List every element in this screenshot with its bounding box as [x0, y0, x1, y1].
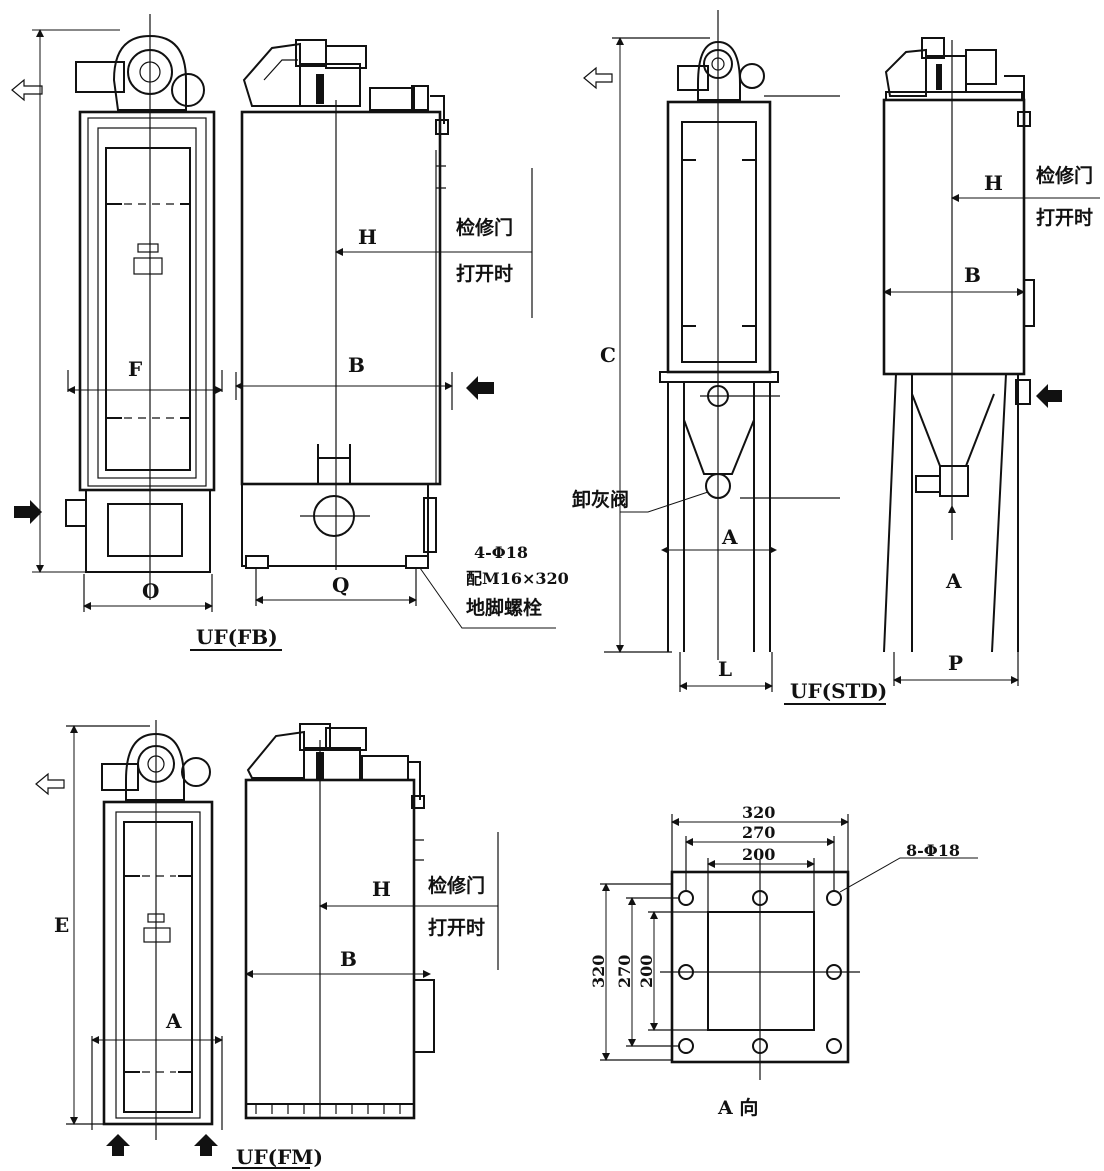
std-title: UF(STD): [790, 679, 887, 703]
fb-title: UF(FB): [196, 625, 278, 649]
inlet-arrow-icon: [194, 1134, 218, 1156]
fm-title: UF(FM): [236, 1145, 323, 1169]
std-door-label-line1: 检修门: [1036, 164, 1093, 187]
a-view-title: A 向: [717, 1096, 758, 1119]
outlet-arrow-icon: [35, 772, 65, 796]
left-dim-outer: 320: [589, 955, 608, 988]
hole-spec-label: 8-Φ18: [906, 841, 960, 860]
valve-label: 卸灰阀: [572, 488, 629, 511]
fm-dim-a-label: A: [165, 1009, 182, 1033]
dim-p-label: P: [948, 651, 963, 675]
top-dim-outer: 320: [742, 803, 775, 822]
bolt-holes: [678, 890, 842, 1054]
fm-side-view: H 检修门 打开时 B: [244, 723, 499, 1120]
dim-f-label: F: [128, 357, 142, 381]
fb-front-view: F O: [11, 14, 223, 612]
std-door-label-line2: 打开时: [1036, 206, 1093, 229]
inlet-arrow-icon: [1036, 384, 1062, 408]
fm-door-label-line1: 检修门: [428, 874, 485, 897]
a-view-flange: 320 270 200 320 270 200 8-Φ18 A 向: [589, 803, 978, 1119]
dim-q-label: Q: [332, 573, 349, 597]
left-dim-middle: 270: [615, 955, 634, 988]
std-dim-h-label: H: [984, 171, 1003, 195]
dim-o-label: O: [142, 579, 159, 603]
inlet-arrow-icon: [106, 1134, 130, 1156]
fm-door-label-line2: 打开时: [428, 916, 485, 939]
std-dim-a2-label: A: [945, 569, 962, 593]
dim-e-label: E: [54, 913, 69, 937]
left-dim-inner: 200: [637, 955, 656, 988]
bolt-label-line1: 4-Φ18: [474, 543, 528, 562]
dim-h-label: H: [358, 225, 377, 249]
dim-l-label: L: [718, 657, 732, 681]
bolt-label-line2: 配M16×320: [466, 569, 569, 588]
outlet-arrow-icon: [583, 66, 613, 90]
std-side-view: H 检修门 打开时 B A P: [882, 37, 1100, 686]
inlet-arrow-icon: [14, 500, 42, 524]
fm-front-view: E A UF(FM): [35, 720, 323, 1169]
bolt-label-line3: 地脚螺栓: [466, 596, 542, 619]
outlet-arrow-icon: [11, 78, 43, 102]
std-dim-b-label: B: [964, 263, 981, 287]
top-dim-middle: 270: [742, 823, 775, 842]
std-front-view: C 卸灰阀 A L UF(STD): [572, 10, 887, 705]
fm-dim-b-label: B: [340, 947, 357, 971]
dim-c-label: C: [600, 343, 616, 367]
top-dim-inner: 200: [742, 845, 775, 864]
inlet-arrow-icon: [466, 376, 494, 400]
dim-a-label: A: [721, 525, 738, 549]
fb-side-view: H 检修门 打开时 B Q 4-Φ18 配M16×320 地脚螺栓 UF(FB): [190, 39, 569, 651]
door-label-line1: 检修门: [456, 216, 513, 239]
dim-b-label: B: [348, 353, 365, 377]
door-label-line2: 打开时: [456, 262, 513, 285]
fm-dim-h-label: H: [372, 877, 391, 901]
